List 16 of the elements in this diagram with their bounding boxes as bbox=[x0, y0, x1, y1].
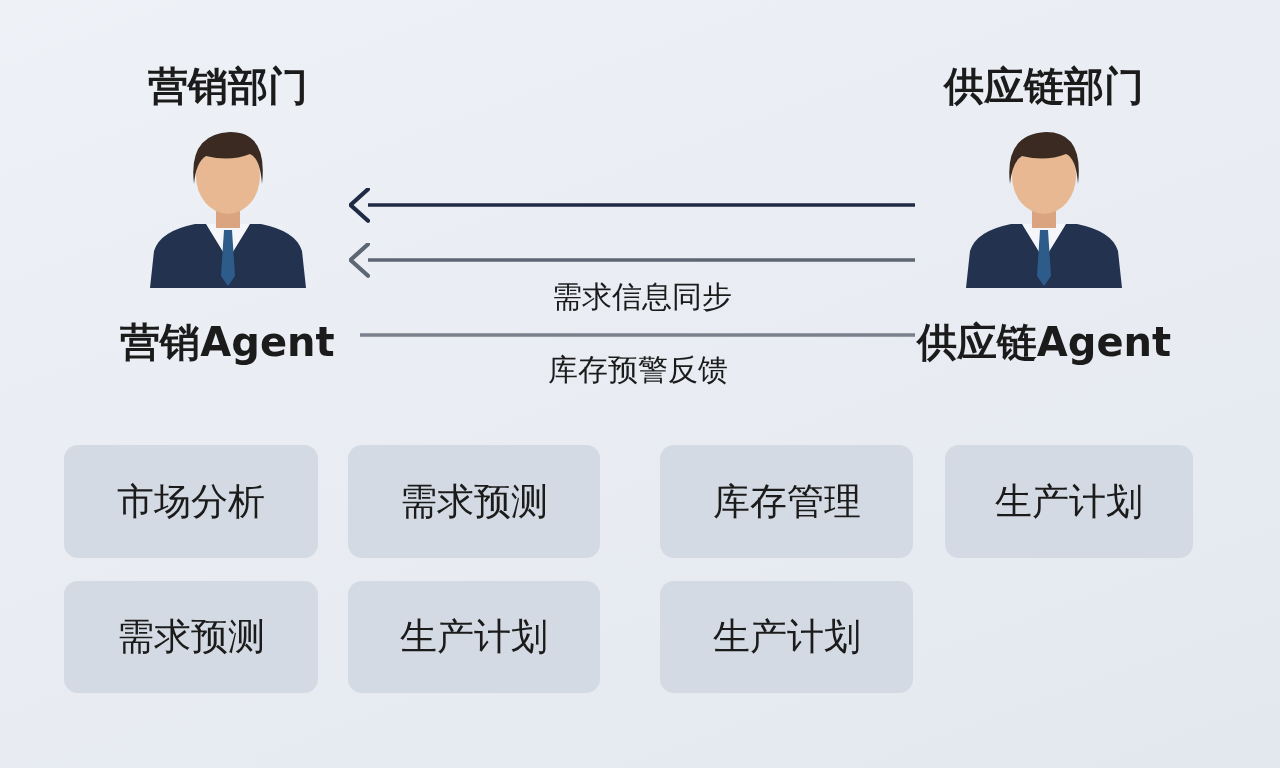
edge-label: 库存预警反馈 bbox=[547, 352, 728, 388]
department-heading: 营销部门 bbox=[147, 62, 308, 110]
agent-label: 供应链Agent bbox=[916, 318, 1172, 366]
arrow bbox=[348, 187, 915, 223]
task-box: 市场分析 bbox=[64, 445, 318, 558]
task-box: 库存管理 bbox=[660, 445, 913, 558]
agent-label: 营销Agent bbox=[120, 318, 335, 366]
edge-label: 需求信息同步 bbox=[551, 279, 732, 315]
department-heading: 供应链部门 bbox=[944, 62, 1144, 110]
task-box: 生产计划 bbox=[945, 445, 1193, 558]
task-box: 生产计划 bbox=[348, 581, 600, 693]
task-box: 需求预测 bbox=[64, 581, 318, 693]
arrow bbox=[348, 242, 915, 278]
connector-line bbox=[360, 333, 915, 337]
task-box: 生产计划 bbox=[660, 581, 913, 693]
task-box: 需求预测 bbox=[348, 445, 600, 558]
